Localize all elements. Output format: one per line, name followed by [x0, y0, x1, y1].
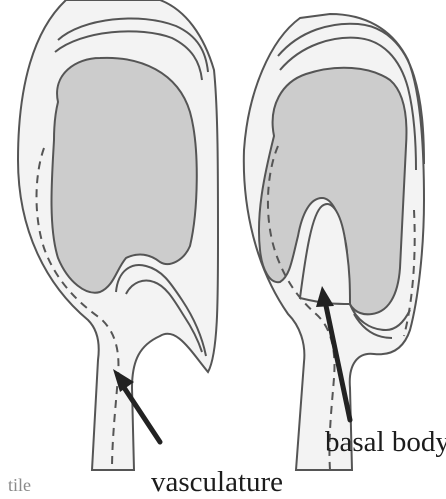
cut-off-corner-label: tile	[8, 475, 31, 494]
left-nucellus	[52, 58, 197, 293]
basal-body-label: basal body	[325, 426, 446, 458]
vasculature-label: vasculature	[151, 466, 283, 494]
